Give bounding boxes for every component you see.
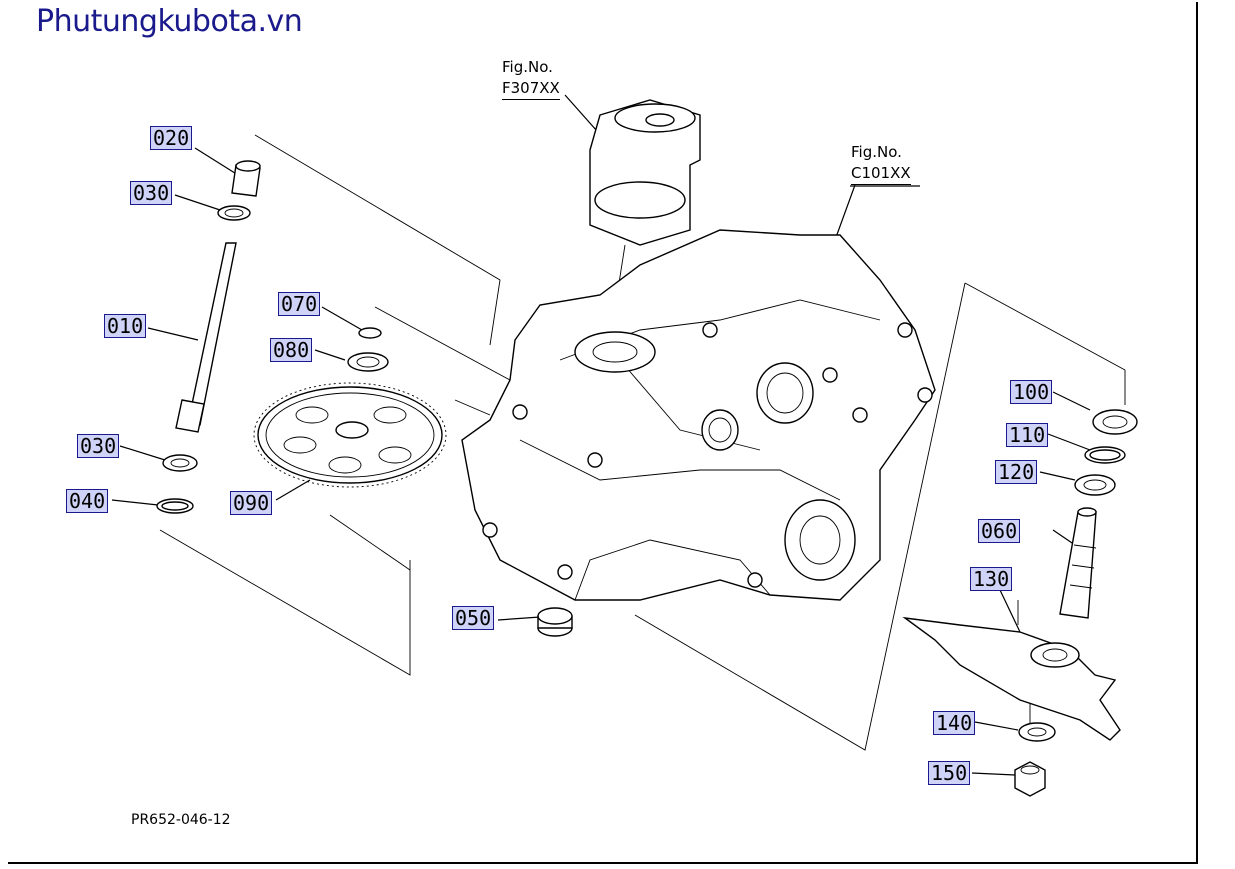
gear-090	[253, 327, 447, 488]
part-label-030-upper[interactable]: 030	[130, 181, 173, 205]
fig-ref-code: F307XX	[502, 78, 560, 100]
right-parts	[902, 409, 1138, 797]
part-label-130[interactable]: 130	[970, 567, 1013, 591]
part-label-100[interactable]: 100	[1010, 380, 1053, 404]
brand-watermark: Phutungkubota.vn	[36, 4, 303, 39]
part-label-010[interactable]: 010	[104, 314, 147, 338]
fig-ref-code: C101XX	[851, 163, 911, 185]
fig-ref-caption: Fig.No.	[851, 143, 902, 161]
part-label-090[interactable]: 090	[230, 491, 273, 515]
part-label-140[interactable]: 140	[933, 711, 976, 735]
part-label-070[interactable]: 070	[278, 292, 321, 316]
drawing-frame	[8, 2, 1198, 864]
part-label-050[interactable]: 050	[452, 606, 495, 630]
part-label-120[interactable]: 120	[995, 460, 1038, 484]
part-label-020[interactable]: 020	[150, 126, 193, 150]
fig-ref-caption: Fig.No.	[502, 58, 553, 76]
fig-ref-c101[interactable]: Fig.No. C101XX	[851, 142, 911, 185]
part-label-080[interactable]: 080	[270, 338, 313, 362]
transmission-housing	[461, 229, 936, 601]
leader-lines	[111, 94, 1091, 776]
part-label-150[interactable]: 150	[928, 761, 971, 785]
assembly-guide-lines	[159, 134, 1126, 751]
part-label-030-lower[interactable]: 030	[77, 434, 120, 458]
part-label-040[interactable]: 040	[66, 489, 109, 513]
fig-ref-f307[interactable]: Fig.No. F307XX	[502, 57, 560, 100]
seal-050	[537, 607, 573, 637]
shaft-010	[156, 160, 261, 514]
part-label-060[interactable]: 060	[978, 519, 1021, 543]
upper-unit-f307	[589, 99, 701, 341]
drawing-code: PR652-046-12	[131, 812, 231, 828]
part-label-110[interactable]: 110	[1006, 423, 1049, 447]
